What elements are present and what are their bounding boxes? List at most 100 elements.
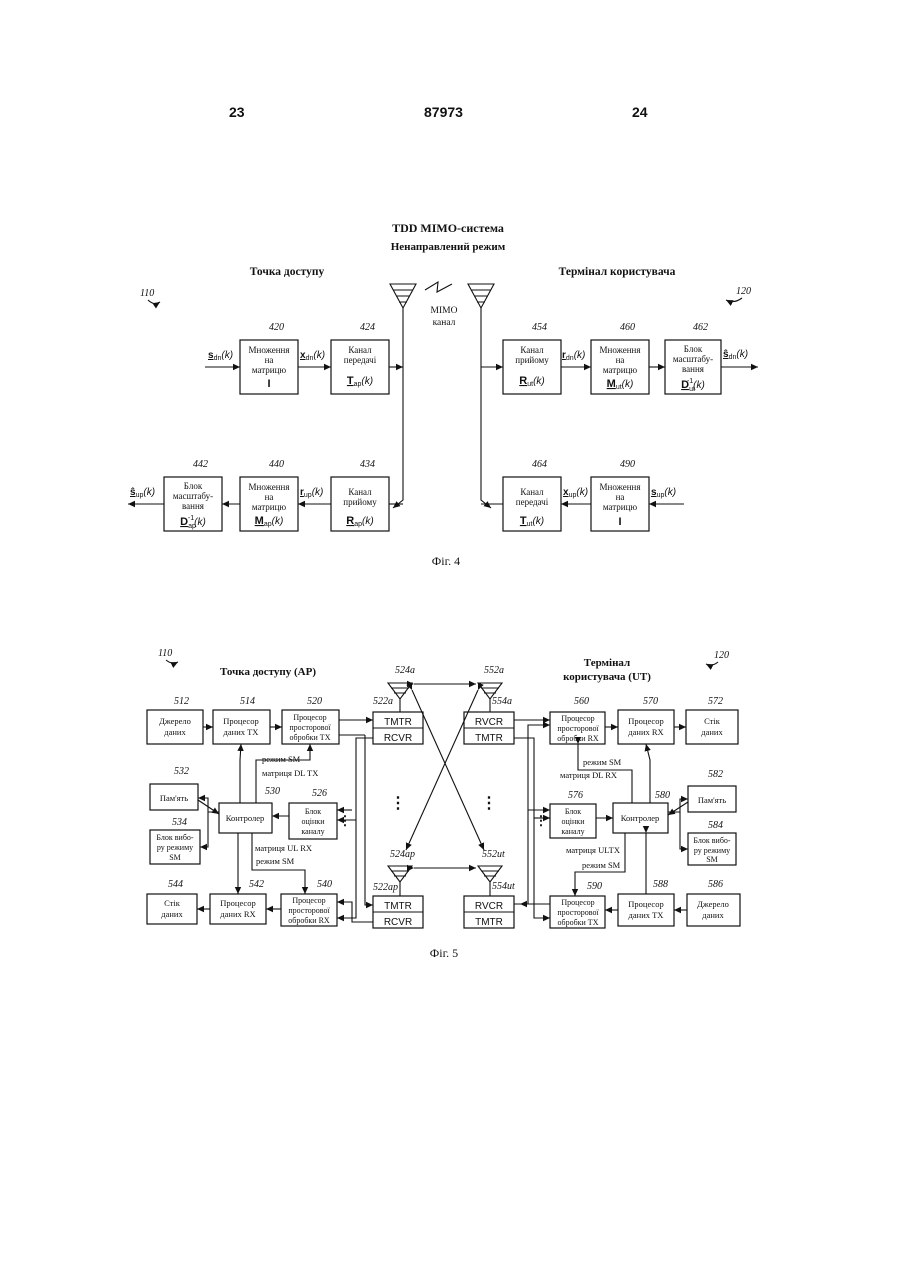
arg: (k) bbox=[362, 516, 374, 527]
box-matrix-symbol: I bbox=[618, 516, 621, 528]
box-line: даних bbox=[164, 727, 186, 737]
box-line: даних bbox=[161, 909, 183, 919]
rcvr-label: RCVR bbox=[384, 733, 412, 744]
fig4-wireless-link-icon bbox=[425, 282, 452, 292]
ref-label: 560 bbox=[574, 696, 589, 707]
box-line: каналу bbox=[561, 827, 584, 836]
box-line: масштабу- bbox=[673, 354, 713, 364]
fig4-ref-ut: 120 bbox=[736, 286, 751, 297]
fig4-ref-490: 490 bbox=[620, 459, 635, 470]
arg: (k) bbox=[312, 487, 324, 498]
sub: up bbox=[136, 492, 144, 499]
tmtr-label: TMTR bbox=[384, 717, 412, 728]
box-line: Процесор bbox=[293, 713, 326, 722]
fig4-ap-label: Точка доступу bbox=[250, 266, 325, 278]
ellipsis-icon: ⋮ bbox=[390, 795, 406, 812]
ref-label: 552a bbox=[484, 665, 504, 676]
box-line: Блок вибо- bbox=[156, 833, 193, 842]
box-line: Процесор bbox=[628, 716, 663, 726]
ref-label: 588 bbox=[653, 879, 668, 890]
tmtr-label: TMTR bbox=[475, 917, 503, 928]
ref-label: 554ut bbox=[492, 881, 515, 892]
fig5-antenna-552ut-icon bbox=[478, 866, 502, 882]
fig4-ref-464: 464 bbox=[532, 459, 547, 470]
box-matrix-symbol: Dap-1(k) bbox=[180, 515, 206, 530]
box-line: каналу bbox=[301, 827, 324, 836]
box-line: на bbox=[265, 492, 274, 502]
box-line: SM bbox=[706, 855, 718, 864]
fig4-signal-shat-up: ŝup(k) bbox=[130, 487, 155, 499]
ap-sm-mode-label-2: режим SM bbox=[256, 856, 295, 866]
fig4-signal-s-up: sup(k) bbox=[651, 487, 676, 499]
ref-label: 520 bbox=[307, 696, 322, 707]
tmtr-label: TMTR bbox=[475, 733, 503, 744]
box-line: SM bbox=[169, 853, 181, 862]
box-line: просторової bbox=[557, 908, 599, 917]
box-line: обробки TX bbox=[290, 733, 331, 742]
figure-4: TDD MIMO-система Ненаправлений режим Точ… bbox=[128, 221, 758, 568]
box-line: матрицю bbox=[252, 502, 287, 512]
fig4-ref-420: 420 bbox=[269, 322, 284, 333]
ref-label: 584 bbox=[708, 820, 723, 831]
ut-ul-tx-label: матриця ULTX bbox=[566, 845, 620, 855]
ref-label: 530 bbox=[265, 786, 280, 797]
ref-label: 534 bbox=[172, 817, 187, 828]
ref-label: 554a bbox=[492, 696, 512, 707]
ellipsis-icon: ⋮ bbox=[481, 795, 497, 812]
box-line: Множення bbox=[249, 345, 290, 355]
rvcr-label: RVCR bbox=[475, 717, 503, 728]
fig4-caption: Фіг. 4 bbox=[432, 554, 460, 568]
ut-sm-mode-label: режим SM bbox=[583, 757, 622, 767]
box-line: Стік bbox=[704, 716, 721, 726]
box-line: оцінки bbox=[562, 817, 586, 826]
fig5-antenna-524ap-icon bbox=[388, 866, 412, 882]
box-line: просторової bbox=[289, 723, 331, 732]
box-line: Блок bbox=[684, 344, 703, 354]
ap-dl-tx-label: матриця DL TX bbox=[262, 768, 318, 778]
sub: ap bbox=[264, 521, 272, 528]
box-line: на bbox=[616, 355, 625, 365]
ref-label: 542 bbox=[249, 879, 264, 890]
fig4-ref-442: 442 bbox=[193, 459, 208, 470]
figure-5: 110 Точка доступу (AP) Термінал користув… bbox=[147, 648, 740, 960]
ref-label: 512 bbox=[174, 696, 189, 707]
box-line: оцінки bbox=[302, 817, 326, 826]
sub: dn bbox=[729, 354, 737, 361]
box-line: просторової bbox=[288, 906, 330, 915]
ref-label: 540 bbox=[317, 879, 332, 890]
box-line: масштабу- bbox=[173, 491, 213, 501]
fig4-ref-460: 460 bbox=[620, 322, 635, 333]
fig4-ref-424: 424 bbox=[360, 322, 375, 333]
sub: up bbox=[569, 492, 577, 499]
fig4-signal-x-up: xup(k) bbox=[563, 487, 588, 499]
fig5-ref-ut: 120 bbox=[714, 650, 729, 661]
sym: M bbox=[607, 378, 616, 390]
ref-label: 586 bbox=[708, 879, 723, 890]
box-line: даних RX bbox=[628, 727, 663, 737]
box-line: Множення bbox=[600, 482, 641, 492]
box-line: Пам'ять bbox=[160, 793, 188, 803]
box-line: Блок bbox=[184, 481, 203, 491]
arg: (k) bbox=[143, 487, 155, 498]
ref-label: 570 bbox=[643, 696, 658, 707]
box-line: даних TX bbox=[629, 910, 664, 920]
fig4-signal-r-up: rup(k) bbox=[300, 487, 323, 499]
box-line: Процесор bbox=[223, 716, 258, 726]
fig5-ref-ap: 110 bbox=[158, 648, 172, 659]
sub: up bbox=[304, 492, 312, 499]
sub: dn bbox=[566, 355, 574, 362]
box-line: обробки RX bbox=[557, 734, 599, 743]
ref-label: 572 bbox=[708, 696, 723, 707]
box-line: Множення bbox=[600, 345, 641, 355]
box-line: Канал bbox=[348, 487, 372, 497]
fig4-signal-s-dn: sdn(k) bbox=[208, 350, 233, 362]
fig4-ref-462: 462 bbox=[693, 322, 708, 333]
arg: (k) bbox=[194, 517, 206, 528]
box-line: Джерело bbox=[159, 716, 191, 726]
arg: (k) bbox=[576, 487, 588, 498]
box-line: даних bbox=[701, 727, 723, 737]
fig4-channel-label-1: MIMO bbox=[431, 306, 458, 316]
ref-label: 582 bbox=[708, 769, 723, 780]
ref-label: 526 bbox=[312, 788, 327, 799]
